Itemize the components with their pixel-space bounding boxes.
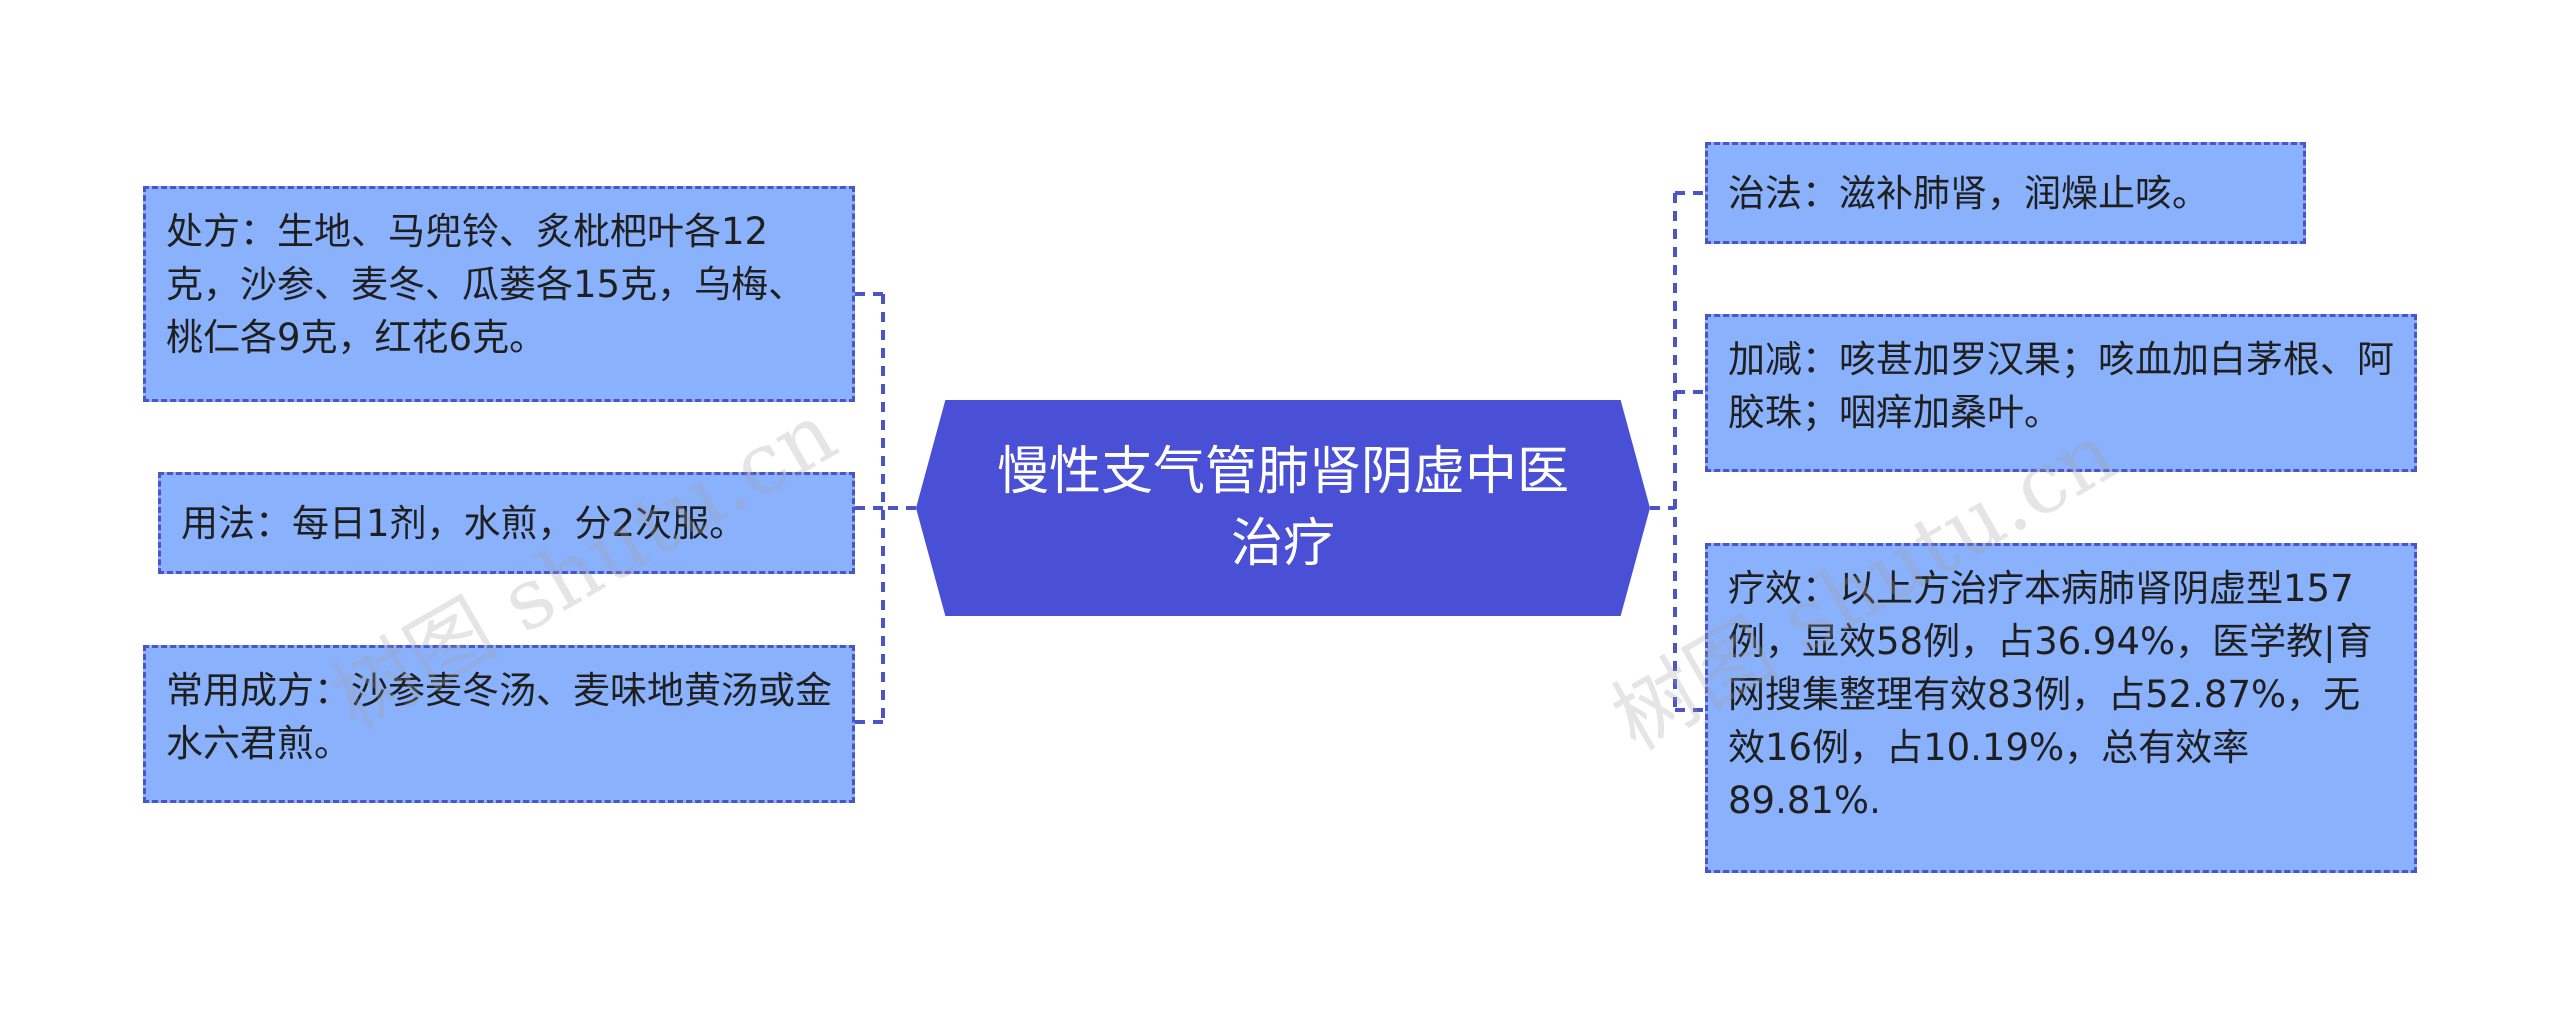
- prescription-node[interactable]: 处方：生地、马兜铃、炙枇杷叶各12克，沙参、麦冬、瓜蒌各15克，乌梅、桃仁各9克…: [143, 186, 855, 402]
- prescription-text: 处方：生地、马兜铃、炙枇杷叶各12克，沙参、麦冬、瓜蒌各15克，乌梅、桃仁各9克…: [166, 210, 806, 359]
- common-formula-text: 常用成方：沙参麦冬汤、麦味地黄汤或金水六君煎。: [166, 669, 832, 765]
- center-topic-text: 慢性支气管肺肾阴虚中医治疗: [996, 442, 1569, 574]
- treatment-method-node[interactable]: 治法：滋补肺肾，润燥止咳。: [1705, 142, 2306, 244]
- center-topic-node[interactable]: 慢性支气管肺肾阴虚中医治疗: [916, 400, 1650, 616]
- treatment-method-text: 治法：滋补肺肾，润燥止咳。: [1728, 171, 2209, 215]
- modification-node[interactable]: 加减：咳甚加罗汉果；咳血加白茅根、阿胶珠；咽痒加桑叶。: [1705, 314, 2417, 472]
- usage-node[interactable]: 用法：每日1剂，水煎，分2次服。: [158, 472, 855, 574]
- common-formula-node[interactable]: 常用成方：沙参麦冬汤、麦味地黄汤或金水六君煎。: [143, 645, 855, 803]
- efficacy-node[interactable]: 疗效：以上方治疗本病肺肾阴虚型157例，显效58例，占36.94%，医学教|育网…: [1705, 543, 2417, 873]
- modification-text: 加减：咳甚加罗汉果；咳血加白茅根、阿胶珠；咽痒加桑叶。: [1728, 338, 2394, 434]
- usage-text: 用法：每日1剂，水煎，分2次服。: [181, 501, 747, 545]
- efficacy-text: 疗效：以上方治疗本病肺肾阴虚型157例，显效58例，占36.94%，医学教|育网…: [1728, 567, 2373, 822]
